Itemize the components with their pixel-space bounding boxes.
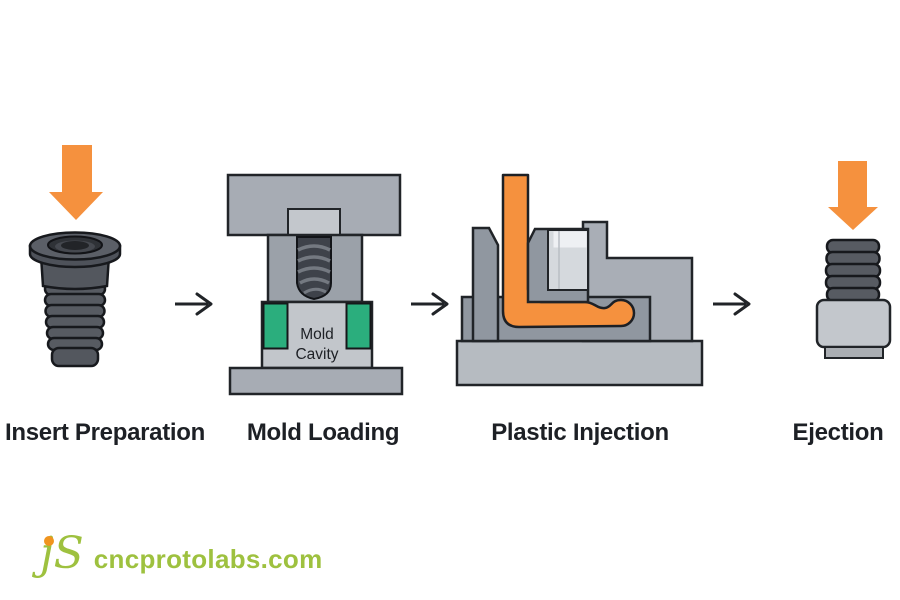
green-clamp-left [262, 302, 289, 350]
insert-preparation-illustration [28, 145, 122, 368]
stage-label-mold-loading: Mold Loading [246, 419, 400, 446]
top-mold-plate [226, 173, 402, 237]
mold-cavity-block: Mold Cavity [260, 300, 374, 370]
flow-arrow-icon [175, 292, 213, 316]
logo-dot-icon [44, 536, 54, 546]
stage-label-insert-preparation: Insert Preparation [5, 419, 205, 446]
bottom-mold-plate [228, 366, 404, 396]
flow-arrow-icon [713, 292, 751, 316]
logo-domain: cncprotolabs.com [93, 544, 323, 574]
mold-base-plate [455, 339, 704, 387]
embedded-insert [547, 229, 589, 291]
flow-arrow-icon [411, 292, 449, 316]
green-clamp-right [345, 302, 372, 350]
stage-label-plastic-injection: Plastic Injection [491, 419, 669, 446]
molded-part [815, 238, 892, 359]
mold-left-wall [471, 226, 500, 343]
ejection-illustration [815, 161, 892, 359]
stage-label-ejection: Ejection [792, 419, 884, 446]
mold-cavity-label-line2: Cavity [295, 346, 338, 363]
threaded-insert [28, 231, 122, 368]
mold-cavity-label-line1: Mold [300, 326, 334, 343]
screw-insert [296, 236, 332, 301]
down-arrow-icon [828, 161, 878, 230]
logo-monogram-wrap: jS [40, 532, 84, 576]
plastic-injection-illustration [455, 173, 704, 387]
logo: jS cncprotolabs.com [40, 532, 323, 576]
molded-part-step [824, 346, 884, 359]
mold-loading-illustration: Mold Cavity [226, 173, 404, 396]
down-arrow-icon [49, 145, 103, 220]
molded-part-base [815, 298, 892, 349]
